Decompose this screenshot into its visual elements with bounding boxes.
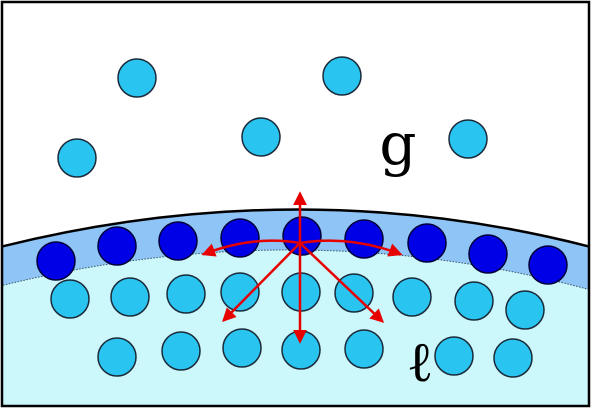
surface-molecule bbox=[407, 223, 447, 263]
surface-molecules bbox=[36, 216, 568, 285]
surface-molecule bbox=[468, 234, 508, 274]
liquid-molecule bbox=[161, 331, 201, 371]
liquid-molecule bbox=[97, 337, 137, 377]
gas-molecules bbox=[57, 56, 488, 178]
liquid-molecule bbox=[392, 277, 432, 317]
surface-molecule bbox=[528, 245, 568, 285]
surface-molecule bbox=[282, 216, 322, 256]
force-arrow-down-left bbox=[222, 241, 302, 322]
liquid-molecules bbox=[50, 272, 545, 378]
surface-molecule bbox=[158, 221, 198, 261]
liquid-molecule bbox=[50, 279, 90, 319]
liquid-molecule bbox=[505, 290, 545, 330]
force-arrow-down-right bbox=[298, 241, 384, 323]
surface-molecule bbox=[36, 241, 76, 281]
gas-molecule bbox=[57, 138, 97, 178]
liquid-gas-interface bbox=[3, 208, 588, 248]
liquid-phase-label: ℓ bbox=[407, 330, 434, 395]
liquid-molecule bbox=[344, 329, 384, 369]
gas-molecule bbox=[322, 56, 362, 96]
surface-molecule bbox=[220, 218, 260, 258]
liquid-molecule bbox=[493, 338, 533, 378]
surface-molecule bbox=[97, 226, 137, 266]
liquid-molecule bbox=[166, 274, 206, 314]
gas-molecule bbox=[448, 119, 488, 159]
gas-molecule bbox=[117, 58, 157, 98]
force-arrow-right bbox=[298, 239, 403, 257]
force-arrows bbox=[201, 191, 403, 344]
liquid-molecule bbox=[454, 281, 494, 321]
gas-molecule bbox=[241, 117, 281, 157]
liquid-molecule bbox=[110, 277, 150, 317]
force-arrow-left bbox=[201, 239, 302, 257]
surface-molecule bbox=[344, 219, 384, 259]
liquid-molecule bbox=[222, 328, 262, 368]
gas-phase-label: g bbox=[379, 110, 416, 178]
liquid-molecule bbox=[220, 272, 260, 312]
liquid-molecule bbox=[434, 336, 474, 376]
